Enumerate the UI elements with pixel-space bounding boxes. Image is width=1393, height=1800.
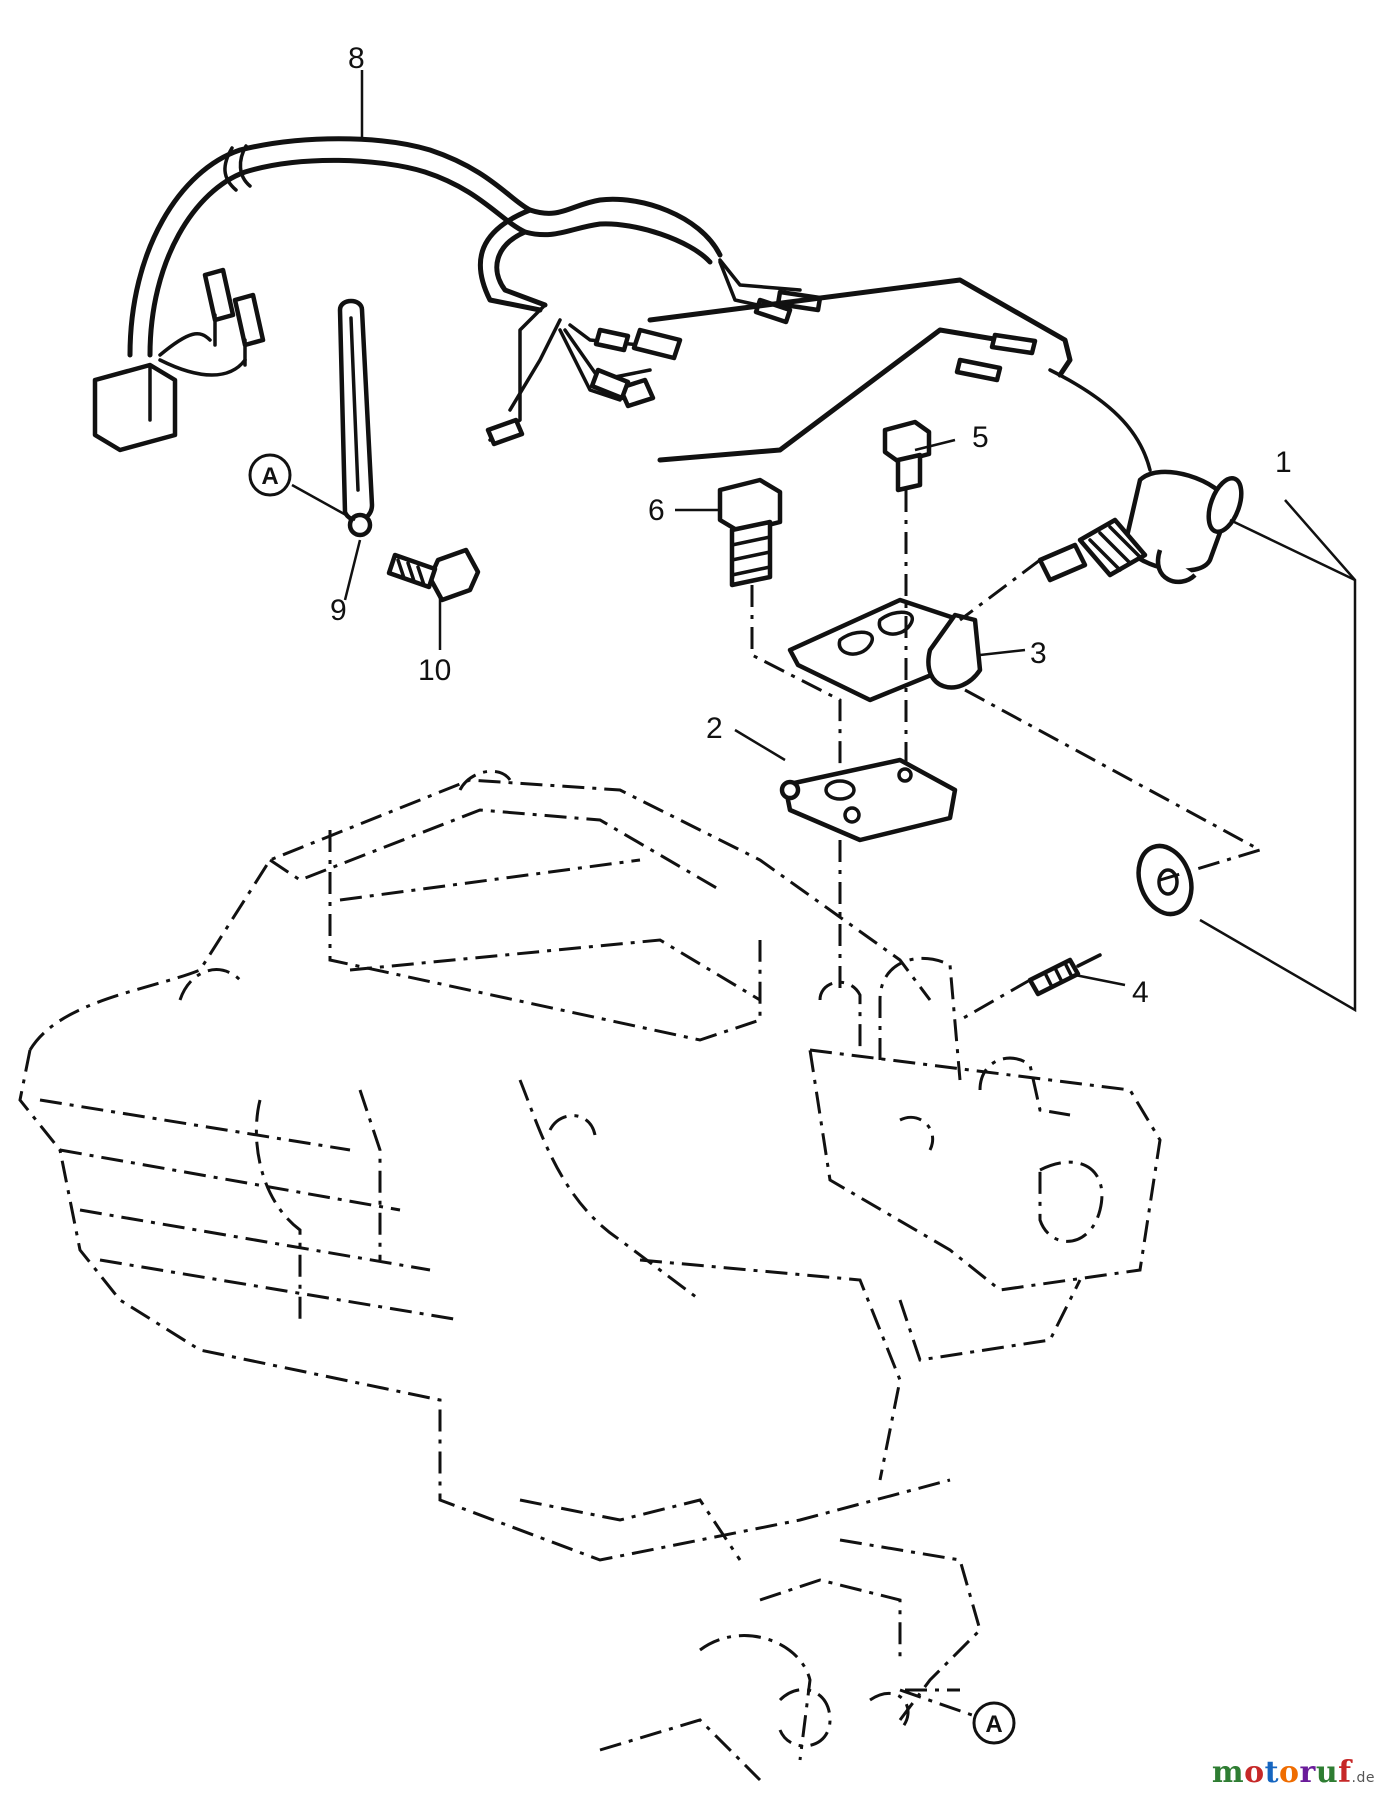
callout-1: 1: [1275, 446, 1292, 479]
bolt-6: [717, 477, 783, 588]
reference-mark-a-top-label: A: [261, 463, 278, 490]
callout-10: 10: [418, 654, 451, 687]
assembly-guides: [750, 490, 1264, 1692]
logo-letter: f: [1338, 1755, 1352, 1790]
reference-mark-a-top: A: [248, 453, 292, 497]
logo-letter: m: [1211, 1755, 1245, 1790]
logo-letter: r: [1299, 1755, 1316, 1790]
callout-9: 9: [330, 594, 347, 627]
engine-block: [18, 769, 1162, 1782]
wiring-harness: [92, 136, 1152, 472]
motoruf-logo: motoruf.de: [1212, 1755, 1375, 1790]
callout-3: 3: [1030, 637, 1047, 670]
bolt-10: [386, 547, 481, 603]
bolt-5: [882, 419, 932, 493]
logo-letter: u: [1315, 1755, 1339, 1790]
callout-4: 4: [1132, 976, 1149, 1009]
callout-5: 5: [972, 421, 989, 454]
solenoid-bracket: [787, 597, 983, 703]
callout-leaders: [291, 70, 1126, 987]
reference-mark-a-bottom-label: A: [985, 1711, 1002, 1738]
callout-8: 8: [348, 42, 365, 75]
fuel-solenoid: [1037, 469, 1244, 585]
logo-letter: o: [1244, 1755, 1265, 1790]
mounting-plate: [779, 757, 958, 843]
reference-mark-a-bottom: A: [899, 1688, 1016, 1745]
ground-strap: [337, 298, 375, 538]
callout-labels: 8 1 5 6 3 2 4 9 10: [330, 42, 1292, 1009]
jet-nozzle: [1027, 953, 1102, 997]
logo-letter: t: [1264, 1755, 1279, 1790]
group-bracket-1: [1199, 499, 1357, 1013]
logo-text: motoruf: [1212, 1755, 1352, 1790]
logo-suffix: .de: [1351, 1770, 1375, 1786]
callout-2: 2: [706, 712, 723, 745]
callout-6: 6: [648, 494, 665, 527]
logo-letter: o: [1279, 1755, 1300, 1790]
